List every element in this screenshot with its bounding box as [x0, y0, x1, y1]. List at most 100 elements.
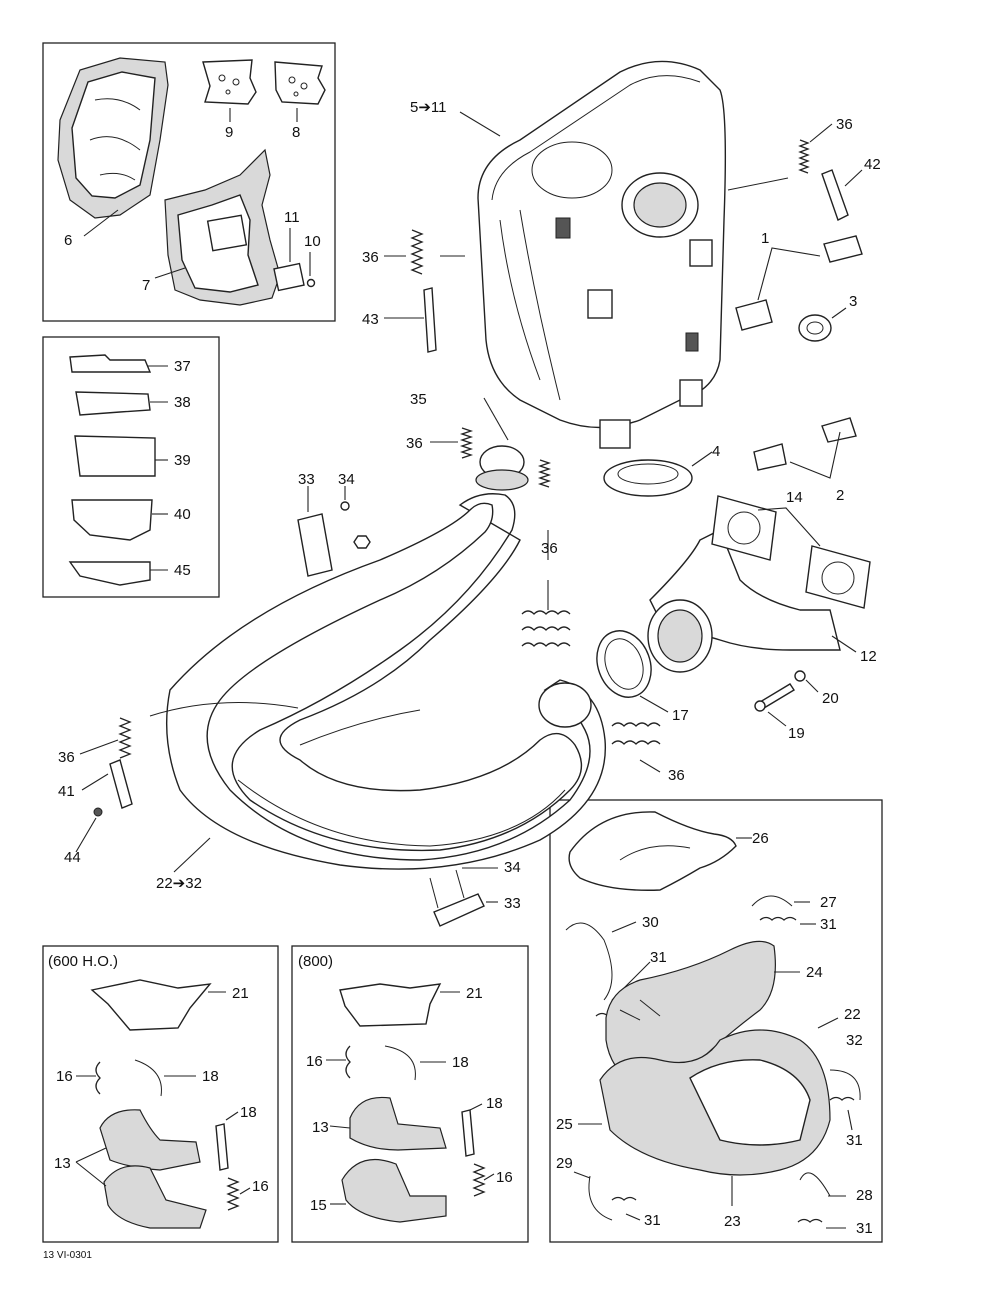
- clamp-27: [751, 895, 793, 907]
- label-14: 14: [786, 489, 803, 506]
- label-21: 21: [232, 985, 249, 1002]
- grommet-3: [798, 314, 832, 342]
- springs-36-pipe-c: [521, 610, 571, 647]
- label-13: 13: [54, 1155, 71, 1172]
- inset-box-800: [291, 945, 529, 1243]
- springs-36-pipe-d: [611, 722, 661, 745]
- gasket-14-lower: [805, 545, 871, 609]
- label-12: 12: [860, 648, 877, 665]
- clip-42: [821, 169, 849, 221]
- heat-shield-lower: [164, 148, 281, 306]
- strap-43: [423, 287, 437, 353]
- insulation-21-800: [339, 983, 442, 1027]
- insulation-24-25: [599, 940, 831, 1176]
- label-3: 3: [849, 293, 857, 310]
- label-16: 16: [252, 1178, 269, 1195]
- insulation-26: [568, 811, 737, 891]
- label-24: 24: [806, 964, 823, 981]
- label-31: 31: [856, 1220, 873, 1237]
- label-10: 10: [304, 233, 321, 250]
- label-37: 37: [174, 358, 191, 375]
- label-43: 43: [362, 311, 379, 328]
- shield-15-800: [341, 1158, 447, 1223]
- label-5-11: 5➔11: [410, 99, 446, 116]
- label-33: 33: [298, 471, 315, 488]
- inset-box-decals: [42, 336, 220, 598]
- spring-31-a: [759, 916, 797, 921]
- bracket-2-lower: [753, 443, 787, 471]
- decal-39: [74, 435, 156, 477]
- shield-13-800: [349, 1096, 447, 1151]
- label-8: 8: [292, 124, 300, 141]
- inset-title-800: (800): [298, 953, 333, 970]
- label-38: 38: [174, 394, 191, 411]
- label-18: 18: [240, 1104, 257, 1121]
- diagram-code: 13 VI-0301: [43, 1250, 92, 1261]
- label-22-32: 22➔32: [156, 875, 202, 892]
- nut-44: [93, 807, 103, 817]
- label-45: 45: [174, 562, 191, 579]
- label-23: 23: [724, 1213, 741, 1230]
- bracket-33-upper: [297, 513, 333, 577]
- label-36: 36: [668, 767, 685, 784]
- label-31: 31: [820, 916, 837, 933]
- strap-41: [109, 759, 133, 809]
- bracket-1-upper: [823, 235, 863, 263]
- heat-shield-upper: [57, 57, 169, 219]
- rivet-10: [306, 278, 316, 288]
- inset-box-heat-shields: [42, 42, 336, 322]
- spring-16-800: [345, 1045, 351, 1079]
- label-26: 26: [752, 830, 769, 847]
- label-33: 33: [504, 895, 521, 912]
- spring-36-left: [410, 229, 424, 275]
- decal-45: [68, 561, 151, 586]
- clip-18-600: [215, 1123, 229, 1171]
- label-28: 28: [856, 1187, 873, 1204]
- label-36: 36: [58, 749, 75, 766]
- spring-36-top: [798, 139, 810, 174]
- label-36: 36: [541, 540, 558, 557]
- label-17: 17: [672, 707, 689, 724]
- label-4: 4: [712, 443, 720, 460]
- ring-17: [596, 630, 652, 698]
- decal-38: [75, 391, 151, 416]
- muffler-5-11: [477, 60, 727, 449]
- label-18: 18: [452, 1054, 469, 1071]
- label-9: 9: [225, 124, 233, 141]
- label-11: 11: [284, 209, 300, 226]
- manifold-12: [647, 529, 841, 673]
- label-20: 20: [822, 690, 839, 707]
- label-34: 34: [338, 471, 355, 488]
- washer-20: [794, 670, 806, 682]
- decal-8: [274, 61, 326, 105]
- clip-18-800: [461, 1109, 475, 1157]
- decal-40: [71, 499, 153, 541]
- bracket-33-lower: [433, 893, 485, 927]
- label-1: 1: [761, 230, 769, 247]
- tuned-pipe-22-32: [165, 445, 607, 870]
- inset-title-600ho: (600 H.O.): [48, 953, 118, 970]
- label-21: 21: [466, 985, 483, 1002]
- bracket-2-upper: [821, 417, 857, 443]
- spring-16-800b: [472, 1163, 486, 1197]
- spring-31-e: [797, 1218, 823, 1223]
- callout-labels: 5➔11 36 42 1 3 36 43 35 36 4 2 33 34 14 …: [54, 99, 881, 1237]
- bracket-1-lower: [735, 299, 773, 331]
- gasket-14-upper: [711, 495, 777, 561]
- label-25: 25: [556, 1116, 573, 1133]
- label-19: 19: [788, 725, 805, 742]
- label-36: 36: [836, 116, 853, 133]
- label-7: 7: [142, 277, 150, 294]
- shield-13-600-lower: [103, 1165, 207, 1229]
- label-34: 34: [504, 859, 521, 876]
- label-16: 16: [306, 1053, 323, 1070]
- label-39: 39: [174, 452, 191, 469]
- label-27: 27: [820, 894, 837, 911]
- inset-box-600ho: [42, 945, 279, 1243]
- clamp-28: [799, 1172, 831, 1197]
- inset-box-tuned-pipe-insulation: [549, 799, 883, 1243]
- label-30: 30: [642, 914, 659, 931]
- insulation-21-600: [90, 979, 212, 1031]
- spring-31-c: [829, 1096, 855, 1101]
